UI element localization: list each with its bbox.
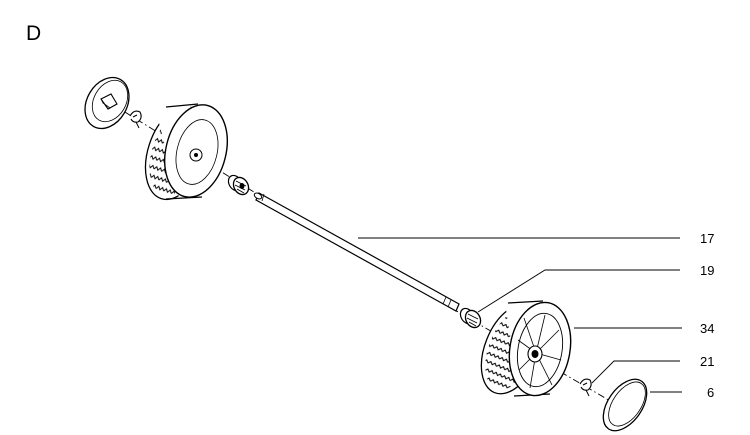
callout-6: 6 — [707, 385, 715, 400]
retaining-clip-left — [129, 110, 142, 129]
leader-line-21 — [591, 360, 680, 384]
spacer-bushing-left — [227, 174, 250, 196]
callout-21: 21 — [700, 354, 715, 369]
wheel-right — [480, 300, 572, 397]
axle — [253, 192, 460, 312]
callout-19: 19 — [700, 263, 715, 278]
callout-34: 34 — [700, 321, 715, 336]
wheel-left — [144, 103, 228, 201]
hub-cap-right — [602, 378, 648, 432]
hub-cap-left — [84, 76, 130, 130]
retaining-clip-right — [579, 378, 592, 397]
leader-line-19 — [477, 269, 680, 313]
spacer-bushing-right — [459, 307, 482, 329]
section-letter: D — [26, 22, 42, 45]
callout-17: 17 — [700, 231, 715, 246]
